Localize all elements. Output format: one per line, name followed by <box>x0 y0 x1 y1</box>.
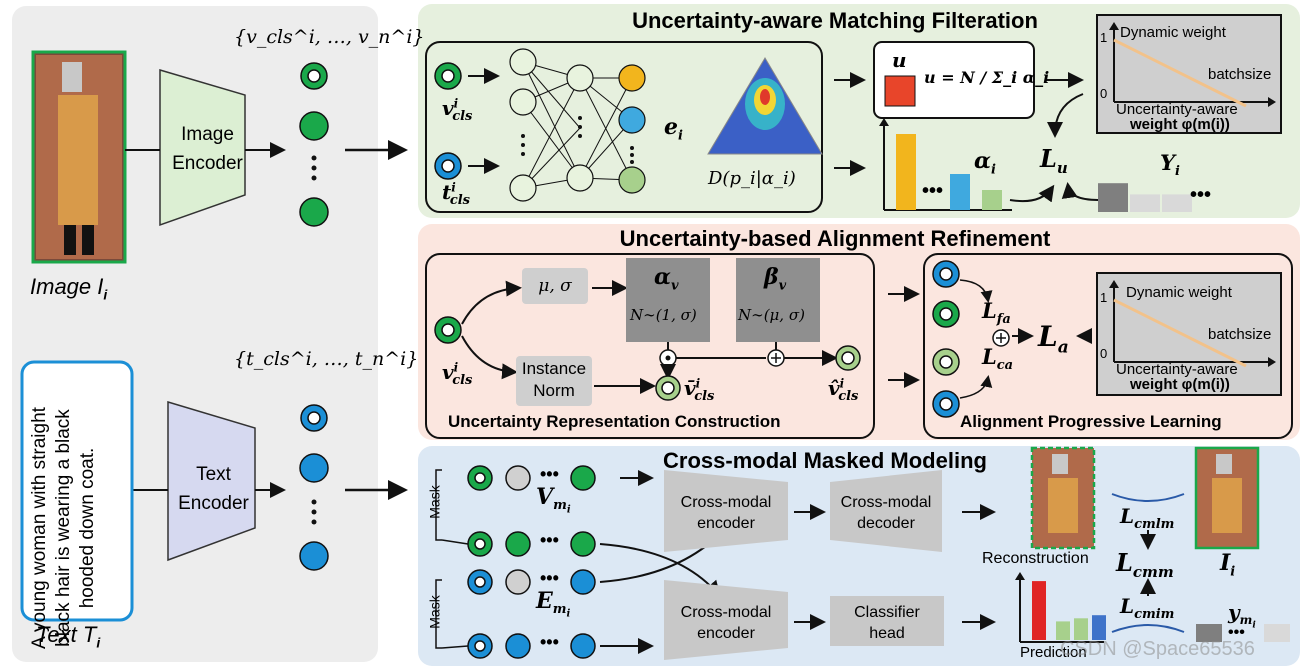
y-label: Yi <box>1160 150 1180 180</box>
y-bar <box>1130 194 1160 212</box>
dirichlet-label: D(p_i|α_i) <box>708 168 796 189</box>
image-encoder-label: Image Encoder <box>172 124 243 174</box>
v-mask-label: Vmi <box>536 484 571 516</box>
t-cls-label: ticls <box>442 180 470 208</box>
row-dots: ••• <box>540 632 559 652</box>
e-mask-label: Emi <box>536 588 571 620</box>
decoder-label: Cross-modal decoder <box>840 494 932 532</box>
row-dots: ••• <box>540 530 559 550</box>
classifier-label: Classifier head <box>854 604 920 642</box>
prediction-bar <box>1032 581 1046 640</box>
uar-title: Uncertainty-based Alignment Refinement <box>619 226 1051 251</box>
evidence-label: ei <box>664 114 683 144</box>
alpha-bars <box>896 134 1002 210</box>
umf-title: Uncertainty-aware Matching Filteration <box>632 8 1038 33</box>
target-image <box>1194 446 1260 550</box>
prediction-bars <box>1032 581 1106 640</box>
beta-v-label: βv <box>764 264 787 294</box>
lcmim-label: Lcmim <box>1120 594 1175 622</box>
beta-v-dist: N∼(μ, σ) <box>738 306 805 324</box>
v-in-label: vicls <box>442 360 473 388</box>
prediction-bar <box>1074 618 1088 640</box>
prediction-label: Prediction <box>1020 644 1087 661</box>
i-label: Ii <box>1220 550 1236 580</box>
image-feature-set: {v_cls^i, …, v_n^i} <box>234 26 425 48</box>
u-box-label: u <box>892 48 907 72</box>
u-formula: u = N / Σ_i α_i <box>924 68 1050 87</box>
umf-weight-chart <box>1096 14 1282 134</box>
instance-norm-box: Instance Norm <box>516 356 592 406</box>
image-caption: Image Ii <box>30 274 108 303</box>
lca-label: Lca <box>982 344 1014 374</box>
y-mi-label: ymi <box>1228 600 1256 631</box>
text-description: A young woman with straight black hair i… <box>29 407 98 649</box>
mask-label-1: Mask <box>426 485 443 519</box>
prediction-bar <box>1056 621 1070 640</box>
prediction-bar <box>1092 615 1106 640</box>
uar-weight-zero: 0 <box>1100 346 1108 361</box>
uar-weight-x: batchsize <box>1208 326 1272 343</box>
text-encoder-label: Text Encoder <box>178 464 249 514</box>
alpha-v-label: αv <box>654 264 679 294</box>
y-dots: ••• <box>1190 184 1212 206</box>
alpha-bar <box>982 190 1002 210</box>
umf-weight-title: Dynamic weight <box>1120 24 1226 41</box>
alpha-bar <box>896 134 916 210</box>
mask-label-2: Mask <box>426 595 443 629</box>
encoder2-label: Cross-modal encoder <box>680 604 772 642</box>
umf-weight-zero: 0 <box>1100 86 1108 101</box>
y-bars <box>1098 183 1192 212</box>
lu-label: Lu <box>1040 144 1068 177</box>
lcmlm-label: Lcmlm <box>1120 504 1175 532</box>
row-dots: ••• <box>540 568 559 588</box>
row-dots: ••• <box>540 464 559 484</box>
y-bar <box>1098 183 1128 212</box>
person-image <box>31 50 127 264</box>
text-feature-set: {t_cls^i, …, t_n^i} <box>234 348 419 370</box>
v-hat-label: v̂icls <box>828 376 859 404</box>
v-bar-label: v̄icls <box>684 376 715 404</box>
text-encoder-shape <box>167 400 256 562</box>
uar-weight-bottom: Uncertainty-aware <box>1116 361 1238 378</box>
uar-weight-bottom2: weight φ(m(i)) <box>1130 376 1230 393</box>
apl-caption: Alignment Progressive Learning <box>960 412 1222 431</box>
urc-caption: Uncertainty Representation Construction <box>448 412 781 431</box>
v-cls-label: vicls <box>442 96 473 124</box>
y-mi-dots: ••• <box>1228 624 1245 641</box>
lfa-label: Lfa <box>982 298 1011 328</box>
cmm-title: Cross-modal Masked Modeling <box>663 448 987 473</box>
alpha-label: αi <box>974 148 996 178</box>
umf-weight-x: batchsize <box>1208 66 1272 83</box>
image-encoder-shape <box>159 68 246 227</box>
uar-weight-one: 1 <box>1100 290 1108 305</box>
mu-sigma-box: μ, σ <box>522 268 588 304</box>
lcmm-label: Lcmm <box>1116 548 1174 581</box>
alpha-bar <box>950 174 970 210</box>
umf-weight-one: 1 <box>1100 30 1108 45</box>
umf-weight-bottom2: weight φ(m(i)) <box>1130 116 1230 133</box>
la-label: La <box>1038 320 1069 358</box>
reconstruction-image <box>1030 446 1096 550</box>
uar-weight-title: Dynamic weight <box>1126 284 1232 301</box>
alpha-v-dist: N∼(1, σ) <box>630 306 697 324</box>
alpha-dots: ••• <box>922 180 944 202</box>
umf-weight-bottom: Uncertainty-aware <box>1116 101 1238 118</box>
reconstruction-label: Reconstruction <box>982 550 1089 567</box>
watermark: CSDN @Space65536 <box>1060 638 1255 660</box>
y-bar <box>1162 194 1192 212</box>
text-caption: Text Ti <box>36 622 101 651</box>
uar-weight-chart <box>1096 272 1282 396</box>
encoder1-label: Cross-modal encoder <box>680 494 772 532</box>
